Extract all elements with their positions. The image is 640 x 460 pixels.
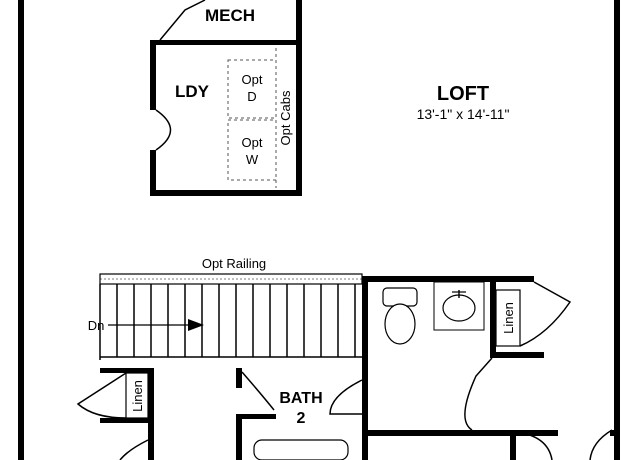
linen-left-label: Linen [130, 380, 145, 412]
linen-closet-left [125, 372, 149, 419]
railing [99, 273, 363, 285]
bath-number: 2 [297, 410, 306, 427]
laundry-appliances [227, 48, 277, 188]
stairs-down-arrow-icon [108, 319, 204, 331]
loft-dimensions: 13'-1" x 14'-11" [417, 106, 510, 122]
opt-w-line2: W [246, 152, 259, 167]
mech-laundry-walls [150, 0, 302, 196]
bathtub-icon [253, 439, 349, 460]
linen-closet-right [495, 289, 521, 347]
mech-label: MECH [205, 6, 255, 25]
sink-icon [433, 281, 485, 331]
opt-w-line1: Opt [242, 135, 263, 150]
outer-walls [18, 0, 620, 460]
dn-label: Dn [88, 318, 105, 333]
opt-cabs-label: Opt Cabs [278, 90, 293, 145]
ldy-label: LDY [175, 82, 210, 101]
bath-walls [100, 276, 620, 460]
opt-railing-label: Opt Railing [202, 256, 266, 271]
loft-label: LOFT [437, 83, 489, 105]
opt-d-line1: Opt [242, 72, 263, 87]
linen-right-label: Linen [501, 302, 516, 334]
stairs [99, 284, 362, 360]
toilet-icon [382, 287, 418, 345]
bath-label: BATH [279, 390, 322, 407]
opt-d-line2: D [247, 89, 256, 104]
door-swings [76, 281, 613, 460]
